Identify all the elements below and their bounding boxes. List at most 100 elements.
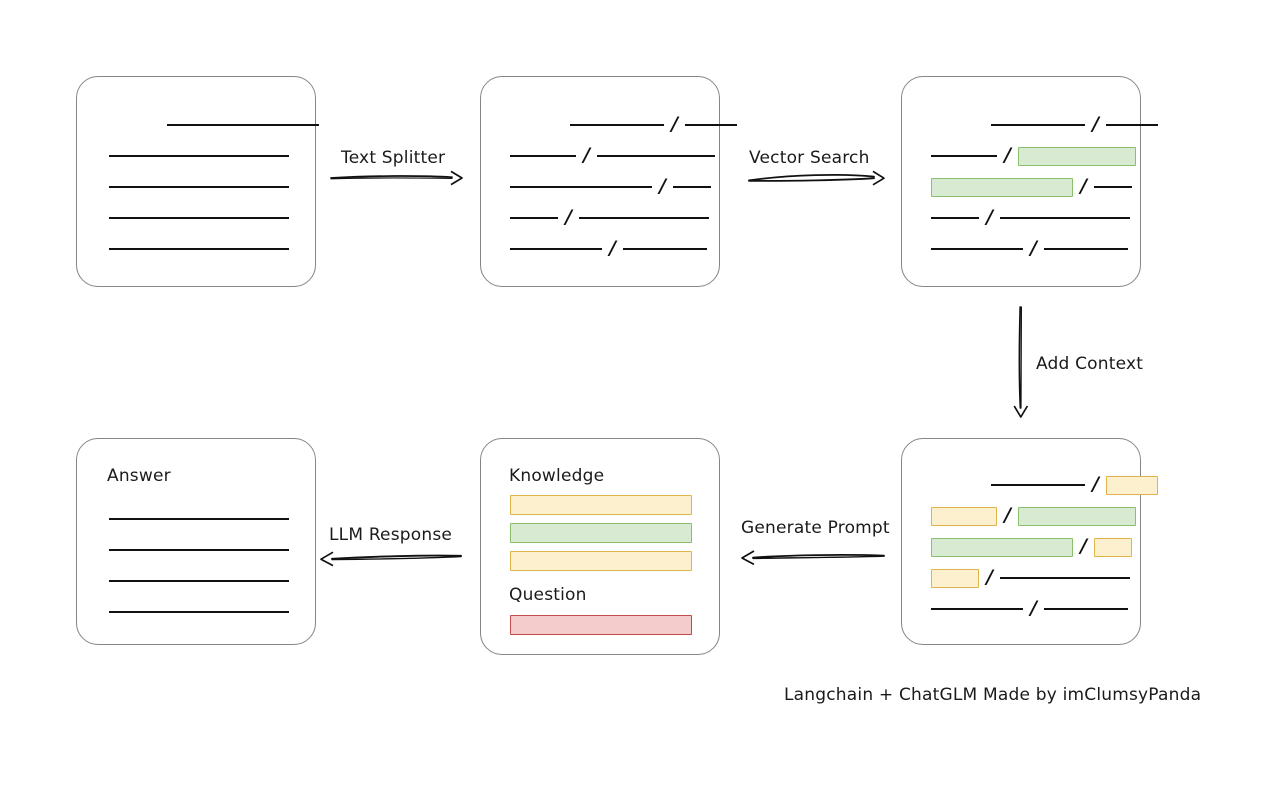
text-row: /	[931, 236, 1128, 259]
knowledge-bar-yellow[interactable]	[510, 495, 692, 515]
arrow-text-splitter	[330, 168, 466, 188]
segment-separator-slash: /	[1080, 174, 1087, 197]
segment-separator-slash: /	[1004, 503, 1011, 526]
text-row	[109, 540, 289, 560]
text-row	[109, 177, 289, 197]
arrow-vector-search	[748, 168, 888, 188]
text-line-segment	[999, 217, 1130, 219]
text-line-segment	[109, 248, 289, 250]
text-line-segment	[931, 248, 1023, 250]
text-row	[109, 115, 319, 135]
segment-separator-slash: /	[583, 143, 590, 166]
text-line-segment	[510, 248, 602, 250]
text-line-segment	[931, 217, 979, 219]
text-line-segment	[109, 611, 289, 613]
text-row: /	[931, 205, 1130, 228]
segment-separator-slash: /	[1030, 596, 1037, 619]
text-line-segment	[578, 217, 709, 219]
text-line-segment	[622, 248, 707, 250]
text-line-segment	[109, 549, 289, 551]
text-line-segment	[109, 580, 289, 582]
text-row	[109, 571, 289, 591]
arrow-llm-response-label: LLM Response	[329, 525, 453, 545]
text-row: /	[931, 472, 1158, 495]
highlight-chip-yellow[interactable]	[1105, 475, 1158, 495]
highlight-chip-yellow[interactable]	[931, 506, 997, 526]
arrow-text-splitter-label: Text Splitter	[341, 148, 446, 168]
text-line-segment	[672, 186, 711, 188]
text-row: /	[931, 503, 1136, 526]
text-row	[109, 208, 289, 228]
text-line-segment	[167, 124, 319, 126]
text-row: /	[931, 565, 1130, 588]
highlight-chip-green[interactable]	[931, 177, 1073, 197]
answer-box[interactable]: Answer	[76, 438, 316, 645]
highlight-chip-yellow[interactable]	[1093, 537, 1132, 557]
text-line-segment	[1093, 186, 1132, 188]
highlight-chip-green[interactable]	[1017, 146, 1136, 166]
segment-separator-slash: /	[659, 174, 666, 197]
text-row: /	[931, 596, 1128, 619]
text-line-segment	[510, 186, 652, 188]
text-line-segment	[991, 484, 1085, 486]
text-row: /	[510, 112, 737, 135]
arrow-add-context	[1011, 306, 1031, 418]
segment-separator-slash: /	[1092, 112, 1099, 135]
question-bar-red[interactable]	[510, 615, 692, 635]
context-document-box[interactable]: / / / / /	[901, 438, 1158, 645]
highlight-chip-yellow[interactable]	[931, 568, 979, 588]
highlight-chip-green[interactable]	[931, 537, 1073, 557]
text-line-segment	[596, 155, 715, 157]
text-line-segment	[931, 608, 1023, 610]
text-line-segment	[109, 217, 289, 219]
text-row: /	[510, 174, 711, 197]
source-document-box[interactable]	[76, 76, 319, 287]
text-row: /	[510, 205, 709, 228]
text-row	[109, 239, 289, 259]
knowledge-bar-yellow[interactable]	[510, 551, 692, 571]
text-row: /	[931, 112, 1158, 135]
question-label: Question	[509, 585, 587, 605]
arrow-generate-prompt-label: Generate Prompt	[741, 518, 890, 538]
segment-separator-slash: /	[1030, 236, 1037, 259]
text-line-segment	[1043, 248, 1128, 250]
prompt-box[interactable]: Knowledge Question	[480, 438, 720, 655]
segment-separator-slash: /	[565, 205, 572, 228]
text-line-segment	[999, 577, 1130, 579]
text-line-segment	[510, 217, 558, 219]
arrow-llm-response	[320, 549, 462, 569]
arrow-vector-search-label: Vector Search	[749, 148, 870, 168]
segment-separator-slash: /	[986, 565, 993, 588]
knowledge-label: Knowledge	[509, 466, 605, 486]
text-line-segment	[991, 124, 1085, 126]
text-line-segment	[109, 186, 289, 188]
text-line-segment	[684, 124, 737, 126]
segment-separator-slash: /	[1092, 472, 1099, 495]
split-document-box[interactable]: / / / / /	[480, 76, 737, 287]
text-row	[109, 509, 289, 529]
text-line-segment	[1105, 124, 1158, 126]
text-row: /	[931, 143, 1136, 166]
text-line-segment	[109, 155, 289, 157]
segment-separator-slash: /	[986, 205, 993, 228]
text-row: /	[510, 236, 707, 259]
text-row: /	[510, 143, 715, 166]
answer-label: Answer	[107, 466, 171, 486]
segment-separator-slash: /	[671, 112, 678, 135]
text-row	[109, 146, 289, 166]
text-row: /	[931, 534, 1132, 557]
text-line-segment	[931, 155, 997, 157]
text-line-segment	[1043, 608, 1128, 610]
segment-separator-slash: /	[1080, 534, 1087, 557]
retrieved-document-box[interactable]: / / / / /	[901, 76, 1158, 287]
segment-separator-slash: /	[1004, 143, 1011, 166]
arrow-generate-prompt	[739, 548, 885, 568]
highlight-chip-green[interactable]	[1017, 506, 1136, 526]
text-line-segment	[570, 124, 664, 126]
text-line-segment	[510, 155, 576, 157]
segment-separator-slash: /	[609, 236, 616, 259]
knowledge-bar-green[interactable]	[510, 523, 692, 543]
footer-caption: Langchain + ChatGLM Made by imClumsyPand…	[784, 685, 1202, 705]
text-row	[109, 602, 289, 622]
